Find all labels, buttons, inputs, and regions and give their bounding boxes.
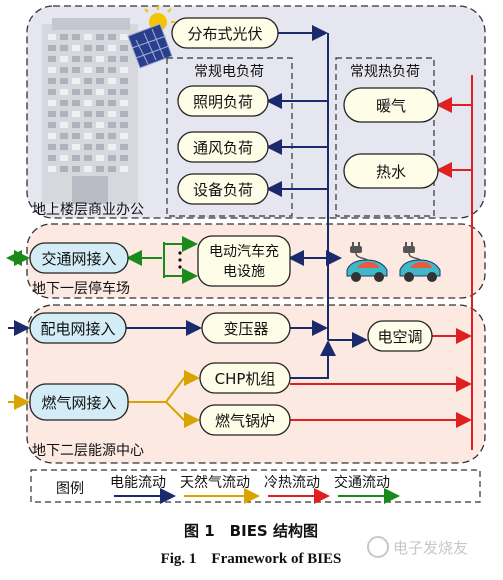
svg-text:通风负荷: 通风负荷	[193, 139, 253, 157]
node-grid-access: 配电网接入	[29, 312, 127, 344]
node-hot-water: 热水	[343, 153, 439, 189]
svg-text:燃气锅炉: 燃气锅炉	[215, 412, 275, 430]
legend-items: 电能流动天然气流动冷热流动交通流动	[110, 474, 400, 504]
svg-text:交通网接入: 交通网接入	[41, 250, 116, 268]
ev-car-icon	[399, 242, 441, 282]
watermark: 电子发烧友	[367, 536, 468, 558]
node-equipment: 设备负荷	[177, 173, 269, 205]
node-chp: CHP机组	[199, 362, 291, 394]
svg-text:电空调: 电空调	[377, 328, 422, 346]
node-heating: 暖气	[343, 87, 439, 123]
node-gas-access: 燃气网接入	[29, 383, 129, 421]
node-ev-charging: 电动汽车充 电设施	[197, 235, 291, 287]
svg-text:分布式光伏: 分布式光伏	[187, 25, 262, 43]
legend-label: 电能流动	[110, 475, 166, 491]
caption-zh: 图 1 BIES 结构图	[184, 522, 318, 540]
electric-load-group	[166, 57, 293, 217]
flow-gas-to-boiler	[165, 401, 200, 428]
node-pv: 分布式光伏	[171, 17, 279, 49]
office-section-label: 地上楼层商业办公	[32, 202, 144, 218]
ev-charger-dots	[178, 251, 182, 269]
legend-item: 电能流动	[110, 475, 176, 504]
energy-section-label: 地下二层能源中心	[32, 443, 144, 459]
legend-title: 图例	[56, 481, 84, 497]
node-gas-boiler: 燃气锅炉	[199, 404, 291, 436]
heat-load-title: 常规热负荷	[350, 64, 420, 80]
office-building-image	[42, 18, 138, 204]
svg-text:暖气: 暖气	[376, 97, 406, 115]
svg-text:燃气网接入: 燃气网接入	[41, 394, 116, 412]
heat-load-group	[335, 57, 435, 217]
svg-text:CHP机组: CHP机组	[215, 370, 276, 388]
ev-car-icon	[346, 242, 388, 282]
legend-item: 冷热流动	[264, 475, 330, 504]
node-air-conditioner: 电空调	[367, 320, 433, 352]
electric-load-title: 常规电负荷	[194, 64, 264, 80]
node-traffic-access: 交通网接入	[29, 242, 129, 274]
flow-chp-to-bus	[290, 340, 336, 379]
svg-text:电设施: 电设施	[223, 264, 265, 280]
legend-item: 交通流动	[334, 474, 400, 504]
svg-text:电子发烧友: 电子发烧友	[393, 539, 468, 557]
caption-en: Fig. 1 Framework of BIES	[161, 551, 342, 567]
legend-label: 交通流动	[334, 474, 390, 491]
flow-gas-to-chp	[165, 370, 200, 403]
svg-text:照明负荷: 照明负荷	[193, 93, 253, 111]
node-ventilation: 通风负荷	[177, 131, 269, 163]
svg-text:电动汽车充: 电动汽车充	[209, 243, 279, 260]
svg-text:配电网接入: 配电网接入	[40, 320, 115, 338]
svg-text:热水: 热水	[376, 163, 406, 181]
legend-item: 天然气流动	[180, 474, 260, 504]
node-transformer: 变压器	[201, 312, 291, 344]
solar-panel-image	[127, 6, 175, 69]
parking-section-label: 地下一层停车场	[32, 280, 130, 297]
svg-text:设备负荷: 设备负荷	[193, 181, 253, 199]
node-lighting: 照明负荷	[177, 85, 269, 117]
svg-text:变压器: 变压器	[223, 320, 268, 338]
legend-label: 冷热流动	[264, 475, 320, 491]
legend-label: 天然气流动	[180, 474, 250, 491]
legend-box	[30, 469, 481, 503]
